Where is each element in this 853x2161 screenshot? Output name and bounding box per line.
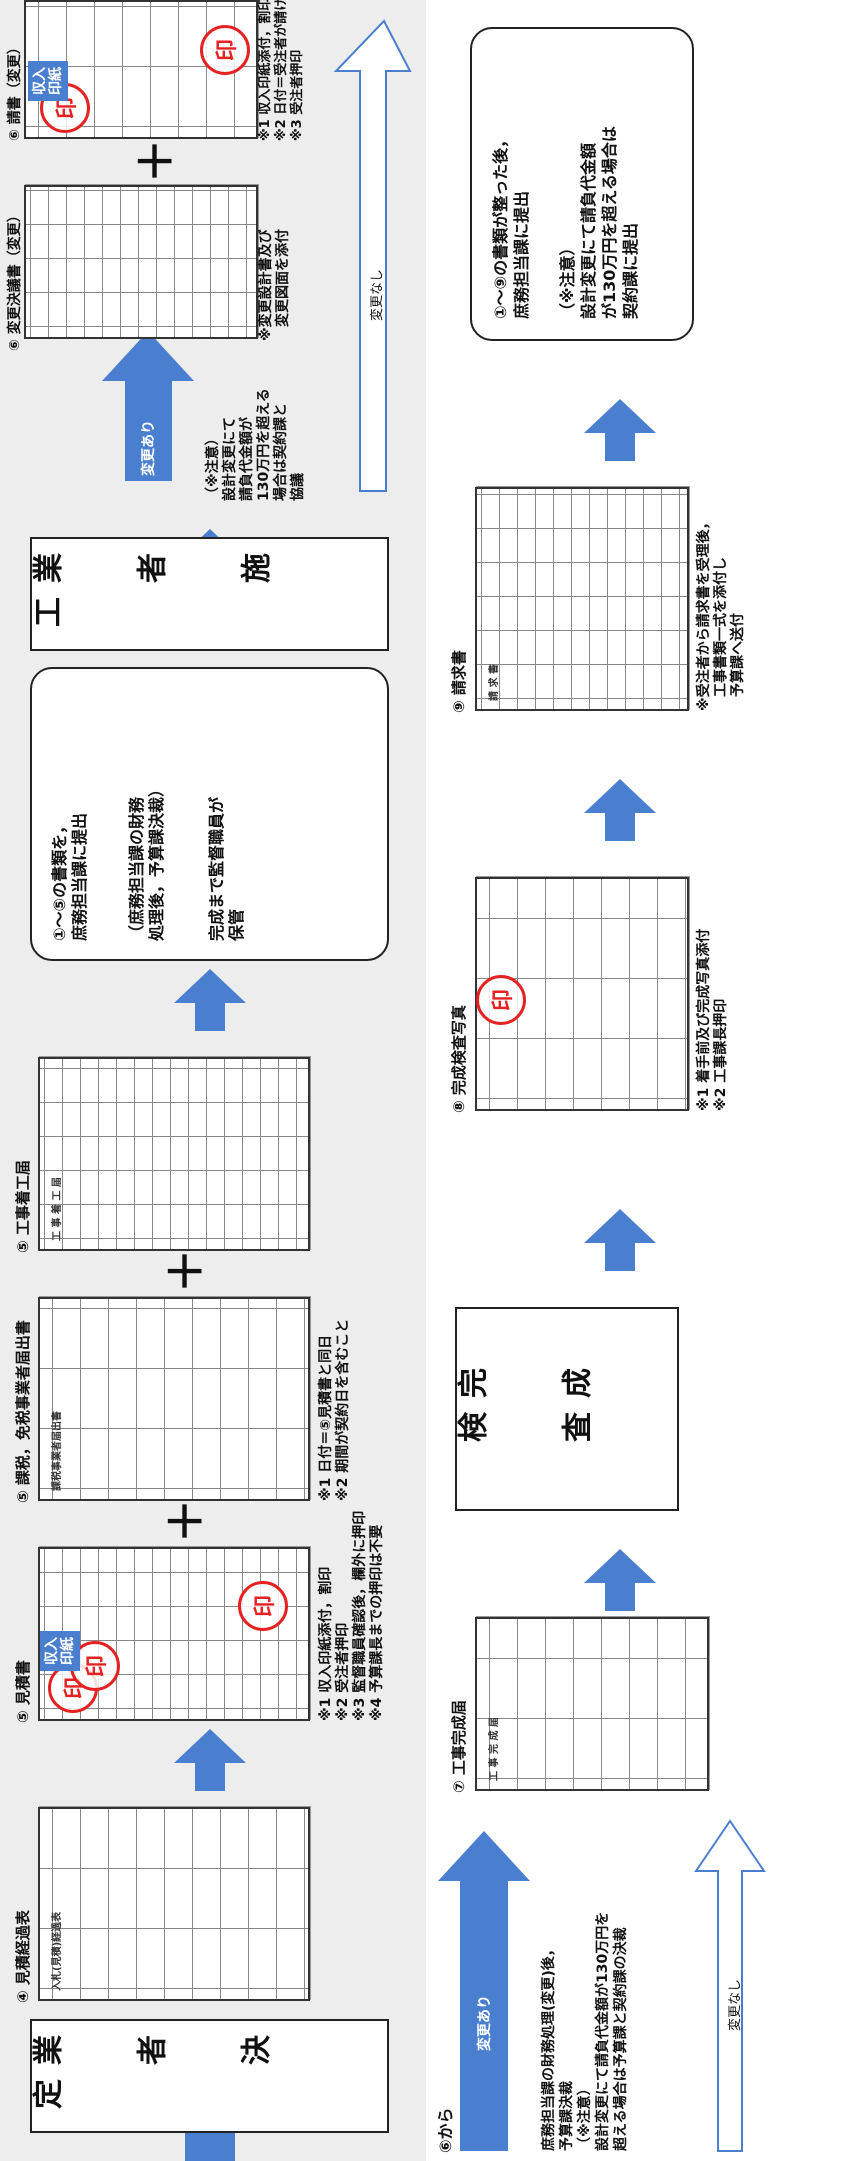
gyosha-sekou-box: 業 者 施 工 <box>30 537 389 651</box>
submit1-box: ①～⑤の書類を， 庶務担当課に提出 （庶務担当課の財務 処理後，予算課決裁） 完… <box>30 667 389 961</box>
note-line: ※1 収入印紙添付，割印 <box>318 1566 334 1721</box>
doc9-notes: ※受注者から請求書を受理後， 工事書類一式を添付し 予算課へ送付 <box>696 515 747 711</box>
henkou-ari-label-1: 変更あり <box>141 420 157 476</box>
henkou-ari-arrow-2 <box>438 1831 530 2151</box>
doc8-notes: ※1 着手前及び完成写真添付 ※2 工事課長押印 <box>696 929 730 1111</box>
henkou-nashi-arrow-1 <box>333 19 412 492</box>
gyosha-sekou-text: 業 者 施 工 <box>32 554 344 633</box>
henkou-nashi-label-1: 変更なし <box>370 268 385 321</box>
submit1-keep: 完成まで監督職員が 保管 <box>207 796 246 941</box>
doc7-label: ⑦ 工事完成届 <box>450 1700 468 1793</box>
henkou-ari-arrow-1 <box>102 331 194 481</box>
koji-chakko-doc: 工 事 着 工 届 <box>38 1057 310 1251</box>
doc5b-notes: ※1 日付＝⑤見積書と同日 ※2 期間が契約日を含むこと <box>318 1319 352 1501</box>
doc9-title: 請 求 書 <box>489 664 500 701</box>
shunyu-inshi-label: 収入 印紙 <box>28 61 68 101</box>
note-line: ※2 日付＝受注者が請けた日 <box>274 0 289 141</box>
doc6b-notes: ※1 収入印紙添付，割印 ※2 日付＝受注者が請けた日 ※3 受注者押印 <box>258 0 306 141</box>
note-line: ※1 収入印紙添付，割印 <box>258 0 273 141</box>
henkou-nashi-label-2: 変更なし <box>728 1978 743 2031</box>
doc5c-title: 工 事 着 工 届 <box>52 1177 63 1241</box>
note-line: 変更図面を添付 <box>275 229 291 341</box>
kansei-kensa-box: 完 成 検 査 <box>455 1307 679 1511</box>
note-line: ※受注者から請求書を受理後， <box>696 515 712 711</box>
stamp-icon: 印 <box>238 1581 288 1631</box>
doc4-title: 入札(見積)経過表 <box>52 1911 63 1991</box>
note-line: ※2 工事課長押印 <box>713 998 729 1111</box>
flow-arrow-7 <box>584 779 656 841</box>
doc6b-label: ⑥ 請書（変更） <box>7 40 23 141</box>
shunyu-inshi-label: 収入 印紙 <box>40 1631 80 1671</box>
henkou-ketsugi-doc <box>24 185 258 339</box>
note-line: ※2 期間が契約日を含むこと <box>335 1318 351 1501</box>
doc7-title: 工 事 完 成 届 <box>489 1717 500 1781</box>
plus-sign: ＋ <box>131 139 182 183</box>
note-line: ※3 受注者押印 <box>290 49 305 141</box>
henkou-ari-text-2: 庶務担当課の財務処理(変更)後， 予算課決裁 （※注意） 設計変更にて請負代金額… <box>541 1911 629 2151</box>
from-6-label: ⑥から <box>436 2107 455 2153</box>
submit1-paren: （庶務担当課の財務 処理後，予算課決裁） <box>127 780 166 941</box>
doc8-label: ⑧ 完成検査写真 <box>450 1005 468 1113</box>
doc4-label: ④ 見積経過表 <box>14 1910 32 2003</box>
stamp-icon: 印 <box>476 975 526 1025</box>
doc5a-label: ⑤ 見積書 <box>14 1660 32 1723</box>
doc5b-label: ⑤ 課税，免税事業者届出書 <box>14 1320 32 1503</box>
flow-arrow-8 <box>584 399 656 461</box>
flow-arrow-6 <box>584 1209 656 1271</box>
submit2-box: ①～⑨の書類が整った後， 庶務担当課に提出 （※注意） 設計変更にて請負代金額 … <box>470 27 694 341</box>
flow-arrow-1 <box>174 1729 246 1791</box>
note-line: ※1 着手前及び完成写真添付 <box>696 928 712 1111</box>
note-line: 工事書類一式を添付し <box>713 557 729 711</box>
doc6a-notes: ※変更設計書及び 変更図面を添付 <box>258 229 292 341</box>
stamp-icon: 印 <box>200 25 250 75</box>
kazei-todokede-doc: 課税事業者届出書 <box>38 1297 310 1501</box>
note-line: ※3 監督職員確認後，欄外に押印 <box>352 1510 368 1721</box>
note-line: ※4 予算課長までの押印は不要 <box>369 1524 385 1721</box>
note-line: ※2 受注者押印 <box>335 1622 351 1721</box>
koji-kansei-doc: 工 事 完 成 届 <box>475 1617 709 1791</box>
doc9-label: ⑨ 請求書 <box>450 650 468 713</box>
henkou-ari-label-2: 変更あり <box>477 1995 493 2051</box>
plus-sign: ＋ <box>161 1499 212 1543</box>
henkou-ari-note-1: （※注意） 設計変更にて 請負代金額が 130万円を超える 場合は契約課と 協議 <box>205 388 306 501</box>
submit1-title: ①～⑤の書類を， 庶務担当課に提出 <box>50 812 89 941</box>
doc5c-label: ⑤ 工事着工届 <box>14 1160 32 1253</box>
kansei-kensa-text: 完 成 検 査 <box>457 1369 665 1448</box>
note-line: 予算課へ送付 <box>730 613 746 711</box>
submit2-note: （※注意） 設計変更にて請負代金額 が130万円を超える場合は 契約課に提出 <box>558 126 640 319</box>
flow-arrow-5 <box>584 1549 656 1611</box>
doc6a-label: ⑥ 変更決議書（変更） <box>7 208 23 351</box>
submit2-title: ①～⑨の書類が整った後， 庶務担当課に提出 <box>491 131 531 319</box>
note-line: ※変更設計書及び <box>258 229 274 341</box>
gyosha-kettei-box: 業 者 決 定 <box>30 2019 389 2133</box>
mitsumori-keika-doc: 入札(見積)経過表 <box>38 1807 310 2001</box>
flow-arrow-2 <box>174 969 246 1031</box>
seikyusho-doc: 請 求 書 <box>475 487 689 711</box>
plus-sign: ＋ <box>161 1249 212 1293</box>
doc5b-title: 課税事業者届出書 <box>52 1411 63 1491</box>
henkou-nashi-arrow-2 <box>694 1819 766 2152</box>
gyosha-kettei-text: 業 者 決 定 <box>32 2036 344 2115</box>
note-line: ※1 日付＝⑤見積書と同日 <box>318 1334 334 1501</box>
doc5a-notes: ※1 収入印紙添付，割印 ※2 受注者押印 ※3 監督職員確認後，欄外に押印 ※… <box>318 1511 386 1721</box>
